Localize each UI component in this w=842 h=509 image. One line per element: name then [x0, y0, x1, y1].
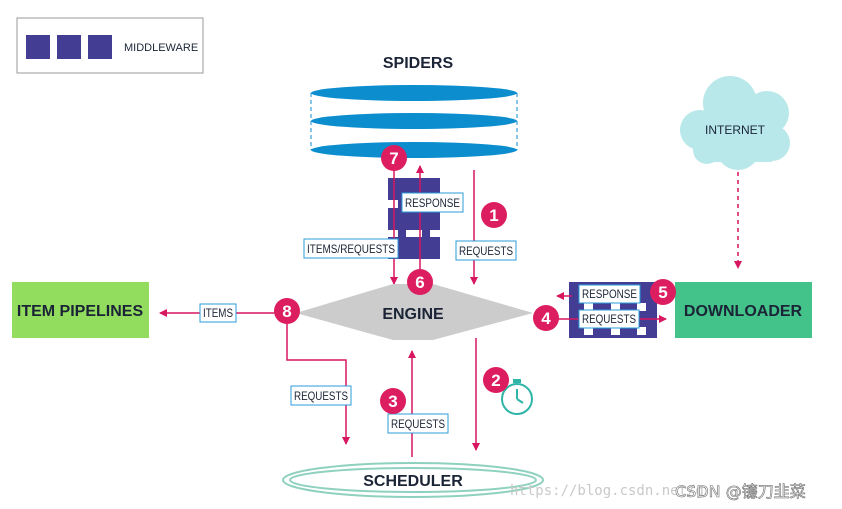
svg-text:ITEMS/REQUESTS: ITEMS/REQUESTS: [307, 242, 395, 256]
legend-middleware-block-3: [88, 35, 112, 59]
legend: MIDDLEWARE: [16, 17, 204, 74]
svg-text:REQUESTS: REQUESTS: [459, 244, 513, 258]
step-8: 8: [274, 298, 300, 324]
spiders-disc-1: [311, 85, 517, 101]
watermark-url: https://blog.csdn.net/g: [510, 483, 704, 499]
step-3: 3: [380, 388, 406, 414]
legend-middleware-block-1: [26, 35, 50, 59]
downloader: DOWNLOADER: [675, 282, 812, 338]
item-pipelines-title: ITEM PIPELINES: [17, 303, 144, 320]
svg-text:REQUESTS: REQUESTS: [391, 417, 445, 431]
internet-title: INTERNET: [705, 123, 766, 137]
scheduler-title: SCHEDULER: [363, 473, 463, 490]
step-7: 7: [381, 145, 407, 171]
label-items: ITEMS: [199, 303, 237, 323]
label-requests-spider: REQUESTS: [455, 240, 517, 261]
spiders-disc-3: [311, 142, 517, 158]
stopwatch-icon: [501, 379, 533, 415]
svg-text:6: 6: [415, 273, 424, 292]
svg-text:RESPONSE: RESPONSE: [582, 287, 637, 301]
step-5: 5: [650, 279, 676, 305]
item-pipelines: ITEM PIPELINES: [12, 282, 149, 338]
watermark-csdn: CSDN @镰刀韭菜: [675, 482, 806, 501]
internet-cloud: INTERNET: [680, 76, 790, 269]
spiders-disc-2: [311, 113, 517, 129]
step-markers: 1 2 3 4 5 6 7 8: [274, 145, 676, 414]
svg-text:1: 1: [489, 206, 498, 225]
label-items-requests: ITEMS/REQUESTS: [303, 238, 399, 259]
label-response-downloader: RESPONSE: [578, 284, 641, 304]
engine: ENGINE: [296, 284, 533, 340]
svg-text:RESPONSE: RESPONSE: [405, 196, 460, 210]
svg-text:7: 7: [389, 149, 398, 168]
watermark: https://blog.csdn.net/g CSDN @镰刀韭菜: [510, 482, 806, 502]
svg-text:2: 2: [491, 371, 500, 390]
legend-label: MIDDLEWARE: [124, 42, 198, 54]
step-6: 6: [407, 269, 433, 295]
label-requests-downloader: REQUESTS: [578, 309, 640, 329]
step-1: 1: [481, 202, 507, 228]
svg-text:8: 8: [282, 302, 291, 321]
spiders: SPIDERS: [310, 55, 518, 158]
step-2: 2: [483, 367, 509, 393]
label-requests-to-scheduler: REQUESTS: [290, 385, 352, 406]
svg-text:4: 4: [541, 309, 551, 328]
scheduler: SCHEDULER: [282, 462, 544, 498]
svg-text:REQUESTS: REQUESTS: [582, 312, 636, 326]
spiders-title: SPIDERS: [383, 55, 454, 72]
svg-text:REQUESTS: REQUESTS: [294, 389, 348, 403]
downloader-title: DOWNLOADER: [684, 303, 803, 320]
spider-arrows: [390, 165, 478, 285]
label-response-spider: RESPONSE: [401, 192, 464, 213]
svg-text:ITEMS: ITEMS: [203, 306, 233, 320]
svg-text:3: 3: [388, 392, 397, 411]
flow-labels: RESPONSE ITEMS/REQUESTS REQUESTS ITEMS R…: [199, 192, 641, 434]
svg-text:5: 5: [658, 283, 667, 302]
label-requests-from-scheduler: REQUESTS: [387, 413, 449, 434]
legend-middleware-block-2: [57, 35, 81, 59]
step-4: 4: [533, 305, 559, 331]
engine-title: ENGINE: [382, 306, 444, 323]
